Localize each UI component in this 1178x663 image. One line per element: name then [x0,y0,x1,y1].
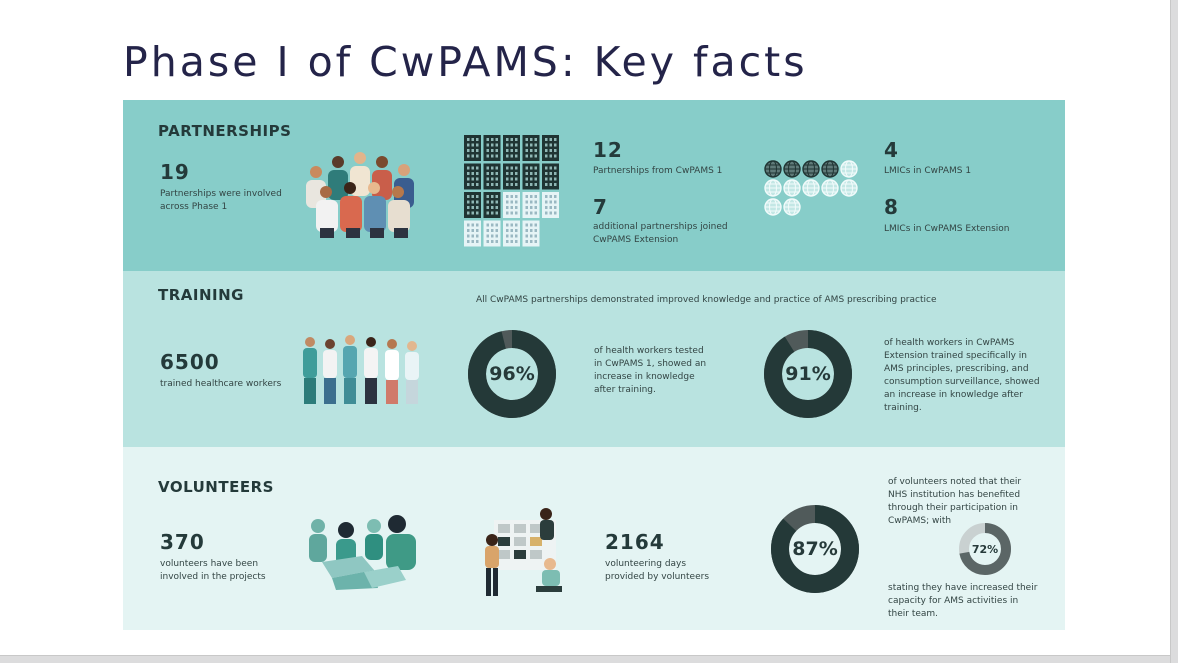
building-icon [503,192,520,218]
training-stat1-line2: in CwPAMS 1, showed an [594,359,707,369]
globe-icon [840,160,858,178]
volunteers-stat1-line4: CwPAMS; with [888,516,952,526]
globe-icon [764,160,782,178]
globe-icon-grid [764,160,864,220]
training-banner: All CwPAMS partnerships demonstrated imp… [476,295,937,305]
partnerships-heading: PARTNERSHIPS [158,122,292,140]
volunteering-days-value: 2164 [605,530,665,554]
lmic-extension-value: 8 [884,195,899,219]
volunteers-stat2-donut: 72% [958,522,1012,576]
training-stat1-percent: 96% [489,363,535,385]
volunteers-count-value: 370 [160,530,205,554]
globe-icon [783,160,801,178]
training-stat2-line1: of health workers in CwPAMS [884,338,1015,348]
training-stat2-donut: 91% [763,329,853,419]
building-icon [522,220,540,247]
volunteers-stat2-percent: 72% [971,542,999,556]
building-icon [542,135,559,161]
training-stat1-donut: 96% [467,329,557,419]
health-workers-illustration [303,335,419,404]
volunteers-stat1-line2: NHS institution has benefited [888,490,1021,500]
training-stat1-line4: after training. [594,385,656,395]
volunteers-stat2-line2: capacity for AMS activities in [888,596,1019,606]
globe-icon [840,179,858,197]
calendar-illustration [485,508,562,596]
building-icon [464,192,481,218]
globe-icon [821,160,839,178]
building-icon [464,220,481,247]
building-icon [483,163,501,190]
horizontal-scrollbar[interactable] [0,655,1170,663]
globe-icon [821,179,839,197]
vertical-scrollbar[interactable] [1170,0,1178,663]
training-stat2-percent: 91% [785,363,831,385]
extension-partnerships-line2: CwPAMS Extension [593,235,679,245]
volunteers-band [123,447,1065,630]
volunteering-days-line2: provided by volunteers [605,572,710,582]
globe-icon [764,198,782,216]
training-stat2-line3: AMS principles, prescribing, and [884,364,1029,374]
volunteers-illustration [309,515,416,590]
training-band [123,271,1065,447]
globe-icon [764,179,782,197]
training-stat2-line2: Extension trained specifically in [884,351,1028,361]
partnerships-total-line2: across Phase 1 [160,202,228,212]
globe-icon [802,160,820,178]
volunteers-stat1-line3: through their participation in [888,503,1018,513]
volunteers-stat1-donut: 87% [770,504,860,594]
cwpams1-partnerships-text: Partnerships from CwPAMS 1 [593,166,723,176]
volunteers-heading: VOLUNTEERS [158,478,274,496]
building-icon-grid [464,135,564,250]
globe-icon [783,179,801,197]
building-icon [483,192,501,218]
trained-workers-text: trained healthcare workers [160,379,282,389]
training-stat1-line1: of health workers tested [594,346,704,356]
globe-icon [783,198,801,216]
volunteers-stat1-percent: 87% [792,538,838,560]
volunteers-stat2-line3: their team. [888,609,939,619]
building-icon [503,135,520,161]
building-icon [464,163,481,190]
trained-workers-value: 6500 [160,350,220,374]
volunteers-count-line1: volunteers have been [160,559,259,569]
building-icon [483,135,501,161]
training-stat2-line5: an increase in knowledge after [884,390,1023,400]
extension-partnerships-value: 7 [593,195,608,219]
building-icon [483,220,501,247]
building-icon [542,192,559,218]
crowd-illustration [306,152,414,238]
lmic1-text: LMICs in CwPAMS 1 [884,166,972,176]
volunteering-days-line1: volunteering days [605,559,687,569]
training-stat2-line6: training. [884,403,922,413]
building-icon [464,135,481,161]
volunteers-stat1-line1: of volunteers noted that their [888,477,1022,487]
training-stat2-line4: consumption surveillance, showed [884,377,1040,387]
page-title: Phase I of CwPAMS: Key facts [123,38,808,86]
building-icon [522,192,540,218]
building-icon [503,163,520,190]
partnerships-total-line1: Partnerships were involved [160,189,282,199]
lmic1-value: 4 [884,138,899,162]
partnerships-total-value: 19 [160,160,190,184]
training-heading: TRAINING [158,286,244,304]
partnerships-band [123,100,1065,271]
globe-icon [802,179,820,197]
volunteers-count-line2: involved in the projects [160,572,266,582]
building-icon [522,135,540,161]
building-icon [503,220,520,247]
training-stat1-line3: increase in knowledge [594,372,695,382]
building-icon [542,163,559,190]
lmic-extension-text: LMICs in CwPAMS Extension [884,224,1010,234]
extension-partnerships-line1: additional partnerships joined [593,222,728,232]
cwpams1-partnerships-value: 12 [593,138,623,162]
building-icon [522,163,540,190]
volunteers-stat2-line1: stating they have increased their [888,583,1038,593]
